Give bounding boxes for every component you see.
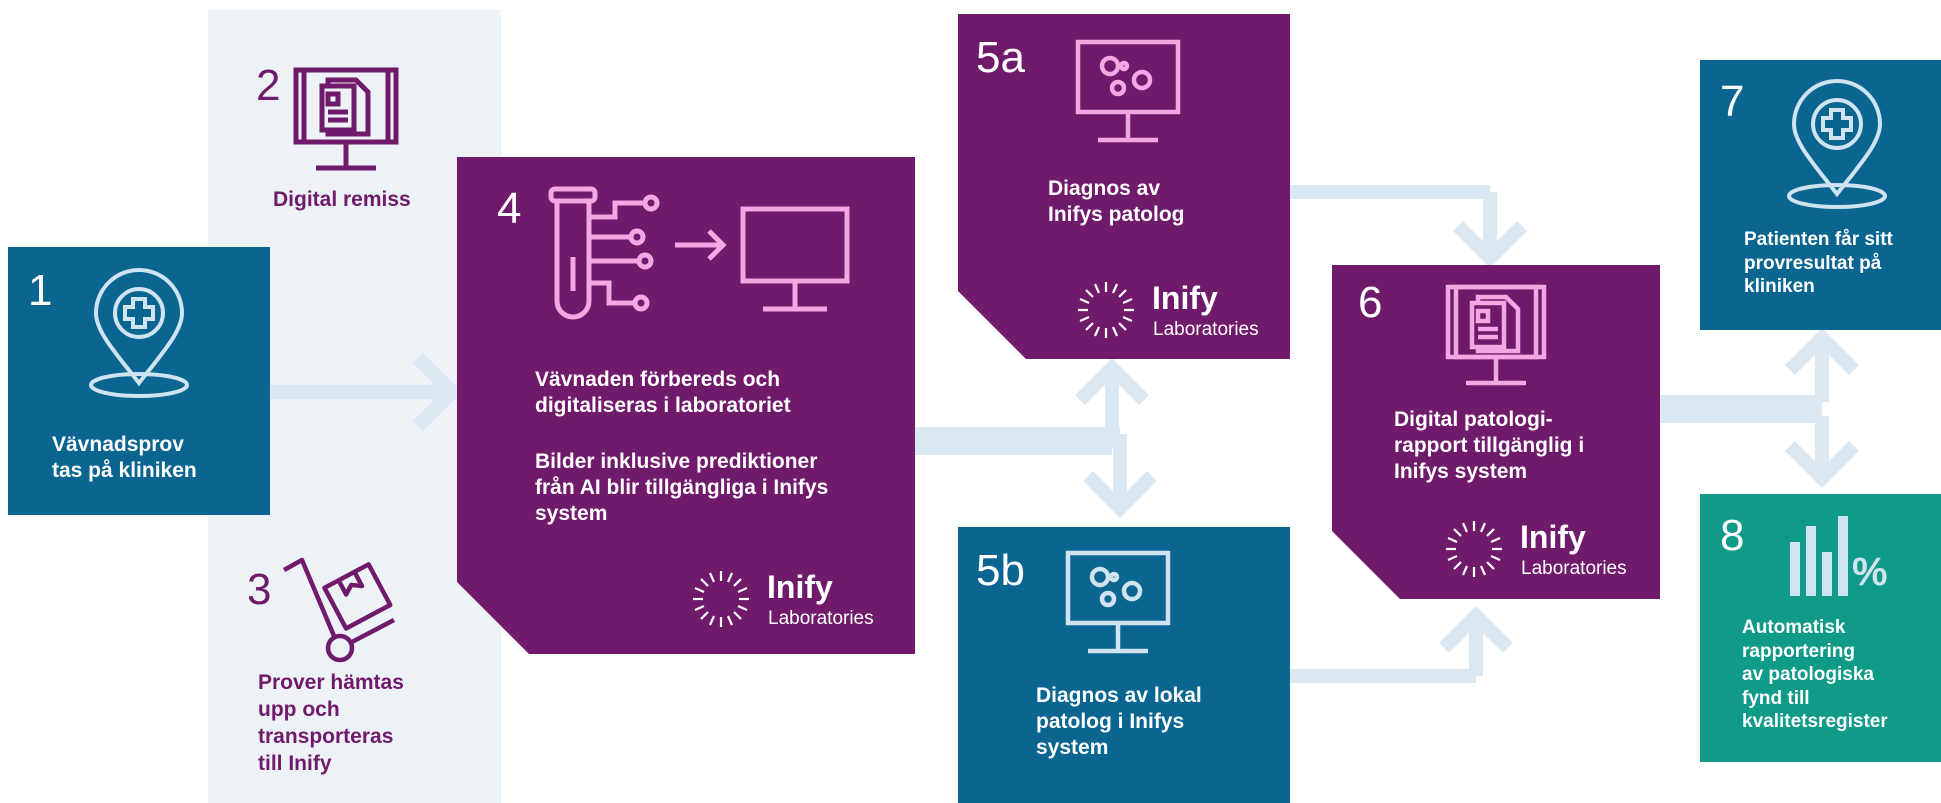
logo-word: Inify: [767, 569, 833, 605]
inify-logo-icon: [689, 567, 753, 631]
step-2-number: 2: [256, 61, 281, 110]
inify-logo-6: Inify Laboratories: [1442, 517, 1652, 587]
step-8-text: Automatisk rapportering av patologiska f…: [1742, 617, 1888, 733]
hand-truck-box-icon: [282, 557, 396, 663]
inify-logo-icon: [1074, 278, 1138, 342]
step-5b-number: 5b: [976, 546, 1025, 595]
step-4-card: 4 Vävnaden förbereds och digitaliseras: [457, 157, 915, 654]
step-6-text: Digital patologi- rapport tillgänglig i …: [1394, 408, 1585, 484]
location-plus-icon: [89, 268, 189, 398]
step-5b-text: Diagnos av lokal patolog i Inifys system: [1036, 684, 1202, 760]
step-5b-card: 5b Diagnos av lokal patolog i Inifys sys…: [958, 527, 1290, 803]
step-7-text: Patienten får sitt provresultat på klini…: [1744, 229, 1893, 298]
inify-logo-icon: [1442, 517, 1506, 581]
step-7-card: 7 Patienten får sitt provresultat på kli…: [1700, 60, 1941, 330]
step-5a-card: 5a Diagnos av Inifys patolog I: [958, 14, 1290, 359]
bar-chart-percent-icon: [1790, 516, 1848, 596]
logo-word: Inify: [1152, 280, 1218, 316]
step-4-text-1: Vävnaden förbereds och digitaliseras i l…: [535, 368, 791, 418]
test-tube-circuit-icon: [549, 187, 679, 337]
logo-sub: Laboratories: [768, 608, 874, 629]
step-8-card: 8 % Automatisk rapportering av patologis…: [1700, 494, 1941, 762]
step-4-text-2: Bilder inklusive prediktioner från AI bl…: [535, 450, 829, 526]
step-2-text: Digital remiss: [273, 188, 411, 211]
monitor-icon: [741, 207, 861, 319]
inify-logo-5a: Inify Laboratories: [1074, 278, 1284, 348]
percent-glyph: %: [1852, 550, 1888, 594]
inify-logo-4: Inify Laboratories: [689, 567, 899, 637]
step-8-number: 8: [1720, 511, 1745, 560]
arrow-right-icon: [673, 225, 733, 265]
step-5a-number: 5a: [976, 33, 1025, 82]
logo-word: Inify: [1520, 519, 1586, 555]
logo-sub: Laboratories: [1153, 319, 1259, 340]
step-6-number: 6: [1358, 278, 1383, 327]
logo-sub: Laboratories: [1521, 558, 1627, 579]
step-1-text: Vävnadsprov tas på kliniken: [52, 433, 197, 483]
step-5a-text: Diagnos av Inifys patolog: [1048, 177, 1185, 227]
step-7-number: 7: [1720, 77, 1745, 126]
step-1-number: 1: [28, 266, 53, 315]
step-6-card: 6 Digital patologi- rapport tillgänglig …: [1332, 265, 1660, 599]
step-4-number: 4: [497, 184, 522, 233]
step-3-number: 3: [247, 565, 272, 614]
location-plus-icon: [1787, 79, 1887, 209]
cells-monitor-icon: [1065, 550, 1171, 654]
document-monitor-icon: [293, 67, 399, 171]
step-3-text: Prover hämtas upp och transporteras till…: [258, 671, 404, 775]
step-1-card: 1 Vävnadsprov tas på kliniken: [8, 247, 270, 515]
document-monitor-icon: [1444, 283, 1554, 393]
cells-monitor-icon: [1076, 40, 1186, 150]
